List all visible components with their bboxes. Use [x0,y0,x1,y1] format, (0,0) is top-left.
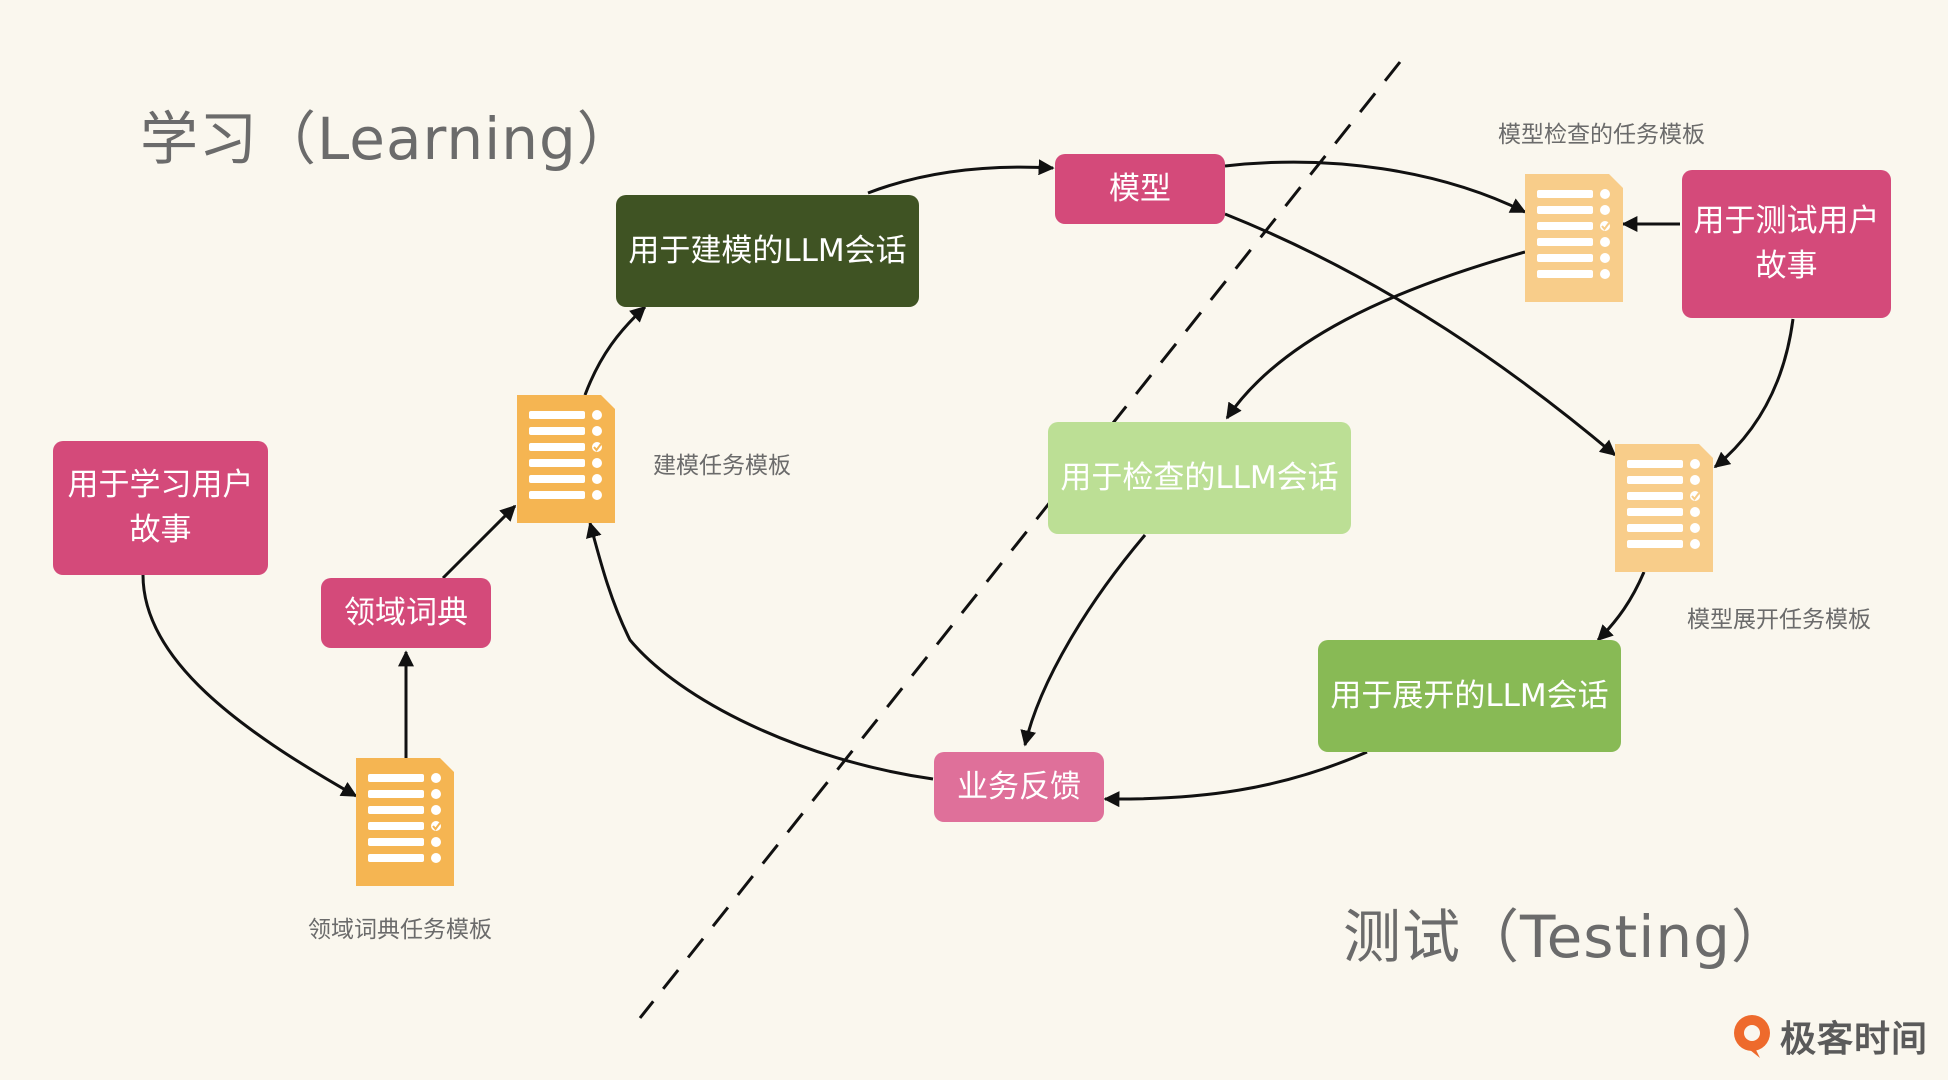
divider-dashed-line [638,61,1402,1019]
model-check-template-icon [1525,174,1623,306]
learn-user-story-box: 用于学习用户故事 [53,441,268,575]
modeling-template-caption: 建模任务模板 [653,453,791,479]
geektime-logo-text: 极客时间 [1780,1019,1929,1060]
arrow-feedback-to-modeling-template [586,521,934,781]
arrow-check-llm-to-feedback [1020,534,1147,747]
modeling-template-icon [517,395,615,527]
arrow-modeling-template-to-llm [583,305,647,396]
arrow-modeling-llm-to-model [867,159,1055,195]
test-user-story-box: 用于测试用户故事 [1682,170,1891,318]
expand-llm-session-box: 用于展开的LLM会话 [1318,640,1621,752]
model-expand-template-icon [1615,444,1713,576]
geektime-logo: 极客时间 [1730,1010,1928,1062]
learning-section-title: 学习（Learning） [140,105,636,173]
domain-dict-template-icon [356,758,454,890]
domain-dict-template-caption: 领域词典任务模板 [308,917,492,943]
arrow-model-to-expand-template [1224,212,1617,457]
arrow-model-to-check-template [1224,160,1527,214]
arrow-test-story-to-expand-template [1713,318,1795,469]
geektime-logo-icon [1734,1015,1770,1058]
model-expand-template-caption: 模型展开任务模板 [1687,607,1871,633]
arrow-learn-story-to-dict-template [141,574,358,798]
arrow-expand-template-to-expand-llm [1596,571,1646,642]
domain-dictionary-box: 领域词典 [321,578,491,648]
arrow-dict-to-modeling-template [441,504,517,580]
modeling-llm-session-box: 用于建模的LLM会话 [616,195,919,307]
check-llm-session-box: 用于检查的LLM会话 [1048,422,1351,534]
arrow-check-template-to-check-llm [1225,250,1526,420]
model-box: 模型 [1055,154,1225,224]
model-check-template-caption: 模型检查的任务模板 [1498,122,1705,148]
arrow-expand-llm-to-feedback [1103,750,1368,808]
testing-section-title: 测试（Testing） [1343,903,1790,971]
business-feedback-box: 业务反馈 [934,752,1104,822]
